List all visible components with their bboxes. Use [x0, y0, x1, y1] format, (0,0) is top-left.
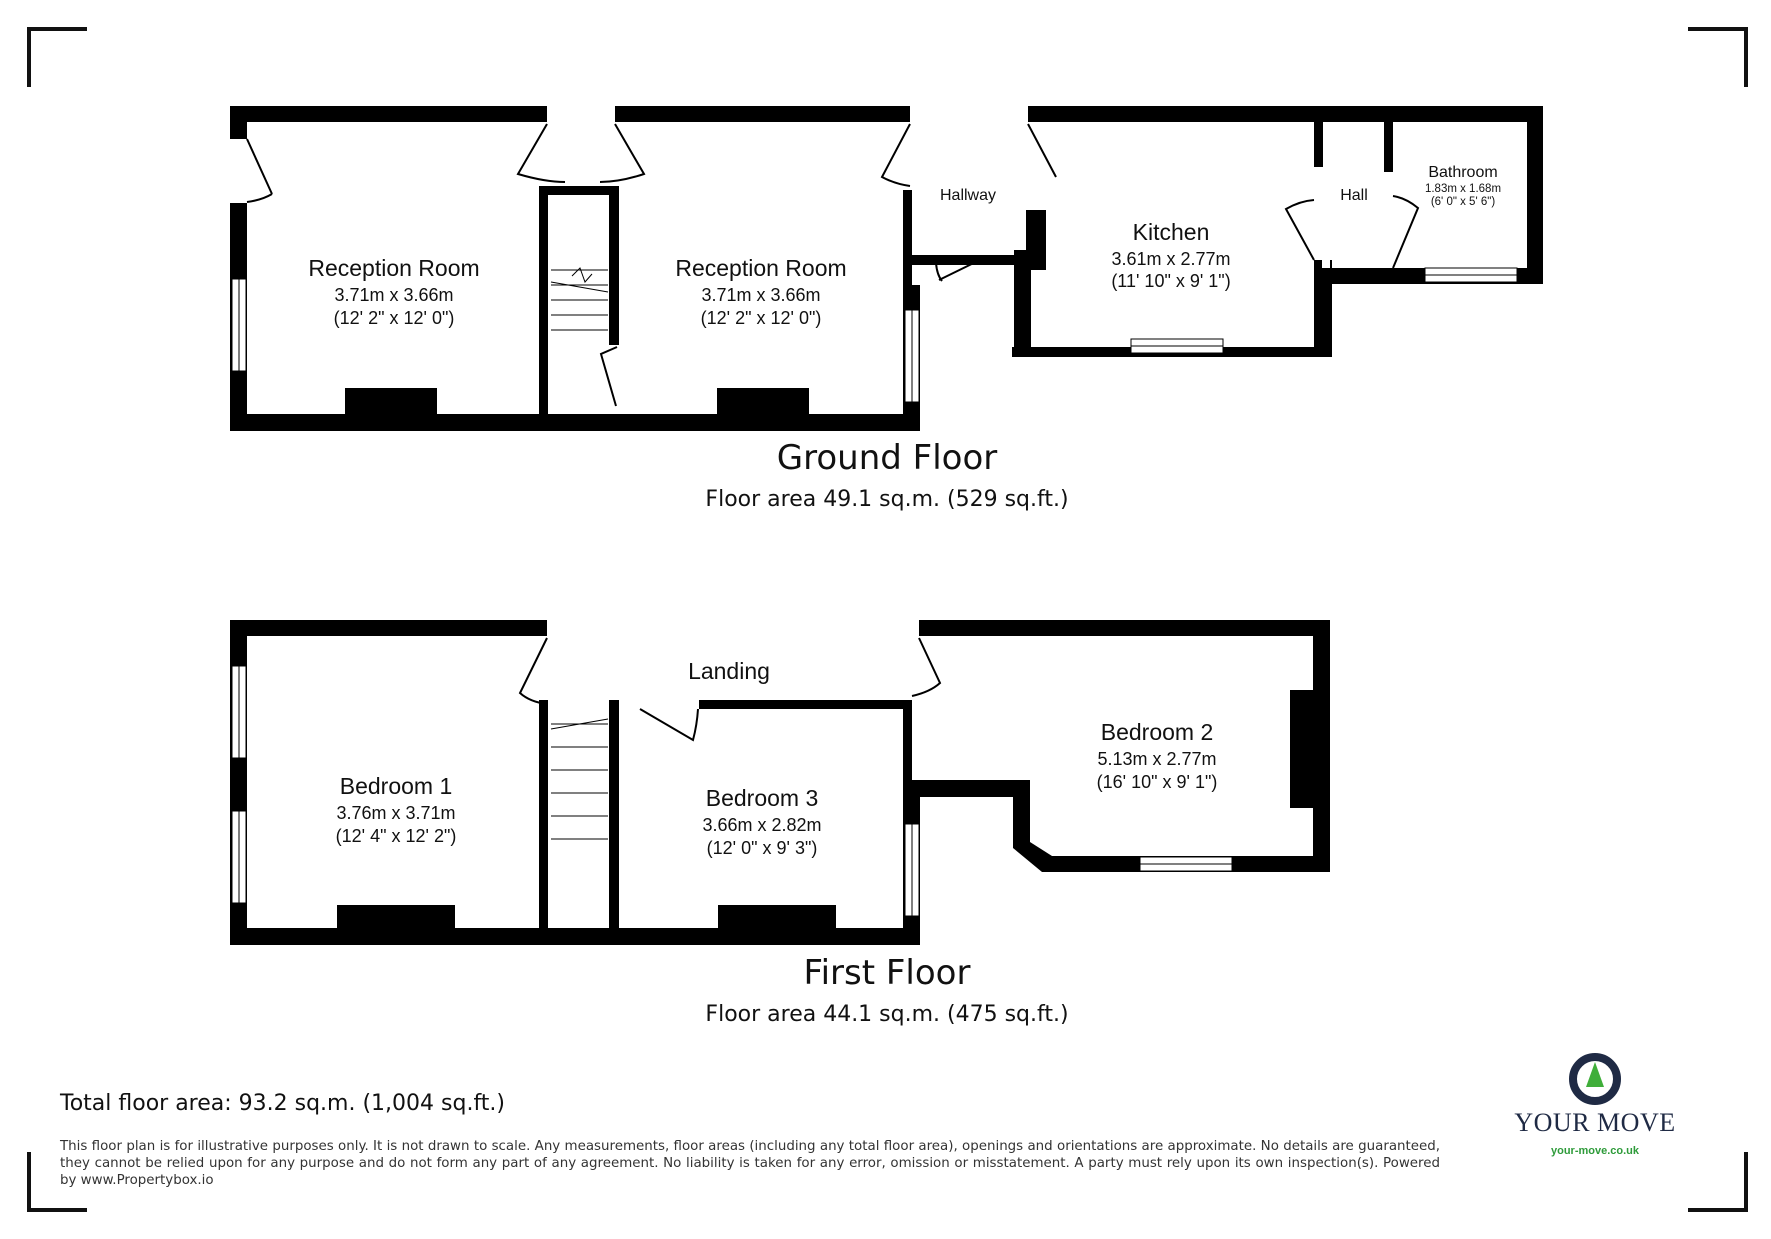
- bedroom-1-metric: 3.76m x 3.71m: [336, 803, 455, 823]
- ground-floor-plan: Reception Room 3.71m x 3.66m (12' 2" x 1…: [230, 104, 1543, 512]
- bedroom-3-imperial: (12' 0" x 9' 3"): [707, 838, 818, 858]
- reception-room-2-metric: 3.71m x 3.66m: [701, 285, 820, 305]
- your-move-logo: YOUR MOVE your-move.co.uk: [1505, 1052, 1685, 1162]
- bedroom-1-imperial: (12' 4" x 12' 2"): [336, 826, 457, 846]
- bedroom-1-name: Bedroom 1: [340, 773, 453, 799]
- fireplace: [718, 905, 836, 928]
- reception-room-2-name: Reception Room: [675, 255, 846, 281]
- chimney-breast: [1290, 690, 1313, 808]
- landing-name: Landing: [688, 658, 770, 684]
- bedroom-3-name: Bedroom 3: [706, 785, 819, 811]
- ground-floor-title: Ground Floor: [777, 438, 997, 478]
- bedroom-2-name: Bedroom 2: [1101, 719, 1214, 745]
- logo-name: YOUR MOVE: [1514, 1108, 1676, 1137]
- bedroom-2-metric: 5.13m x 2.77m: [1097, 749, 1216, 769]
- first-floor-stairs: [550, 718, 609, 840]
- first-floor-area: Floor area 44.1 sq.m. (475 sq.ft.): [705, 1002, 1068, 1027]
- first-floor-doors: [518, 637, 942, 742]
- bedroom-3-metric: 3.66m x 2.82m: [702, 815, 821, 835]
- fireplace: [717, 388, 809, 414]
- kitchen-name: Kitchen: [1133, 219, 1210, 245]
- ground-floor-stairs: [550, 267, 609, 331]
- first-floor-plan: Landing Bedroom 1 3.76m x 3.71m (12' 4" …: [230, 618, 1330, 1027]
- hall-name: Hall: [1340, 187, 1368, 204]
- first-floor-openings: [547, 618, 919, 710]
- ground-floor-windows: [231, 267, 1518, 403]
- fireplace: [337, 905, 455, 928]
- logo-url: your-move.co.uk: [1550, 1145, 1640, 1157]
- ground-floor-area: Floor area 49.1 sq.m. (529 sq.ft.): [705, 487, 1068, 512]
- reception-room-1-imperial: (12' 2" x 12' 0"): [334, 308, 455, 328]
- reception-room-2-imperial: (12' 2" x 12' 0"): [701, 308, 822, 328]
- first-floor-title: First Floor: [804, 953, 971, 993]
- kitchen-metric: 3.61m x 2.77m: [1111, 249, 1230, 269]
- bathroom-imperial: (6' 0" x 5' 6"): [1431, 196, 1495, 208]
- bathroom-name: Bathroom: [1428, 164, 1497, 181]
- crop-marks: [27, 27, 1748, 1212]
- bathroom-metric: 1.83m x 1.68m: [1425, 183, 1501, 195]
- disclaimer-text: This floor plan is for illustrative purp…: [60, 1139, 1440, 1188]
- total-floor-area: Total floor area: 93.2 sq.m. (1,004 sq.f…: [60, 1091, 506, 1116]
- reception-room-1-metric: 3.71m x 3.66m: [334, 285, 453, 305]
- fireplace: [345, 388, 437, 414]
- ground-floor-openings: [230, 104, 1392, 409]
- kitchen-imperial: (11' 10" x 9' 1"): [1111, 271, 1230, 291]
- reception-room-1-name: Reception Room: [308, 255, 479, 281]
- first-floor-windows: [231, 665, 1233, 917]
- ground-floor-doors: [246, 123, 1420, 407]
- hallway-name: Hallway: [940, 187, 996, 204]
- your-move-logo-mark: [1569, 1053, 1621, 1105]
- bedroom-2-imperial: (16' 10" x 9' 1"): [1097, 772, 1218, 792]
